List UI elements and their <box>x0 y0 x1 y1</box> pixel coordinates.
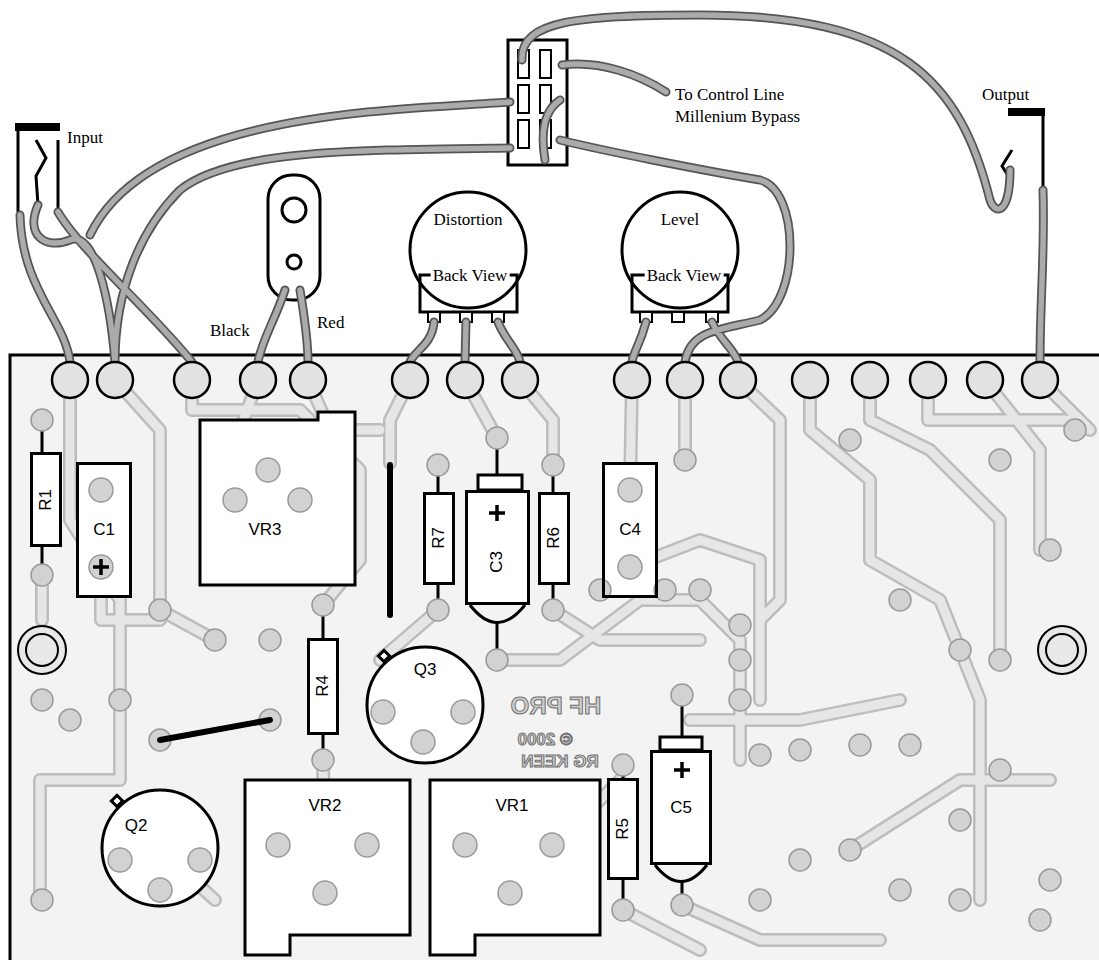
part-note: Back View <box>431 266 510 286</box>
resistor-symbol: R6 <box>538 492 570 585</box>
part-label: VR2 <box>308 796 341 816</box>
part-label: R4 <box>313 675 333 697</box>
part-label: C5 <box>670 798 692 818</box>
jack-label: Output <box>982 84 1029 106</box>
wire-note: To Control Line Millenium Bypass <box>675 84 815 128</box>
part-label: R5 <box>613 818 633 840</box>
jack-label: Input <box>67 127 103 149</box>
part-label: R1 <box>36 489 56 511</box>
silkscreen-text: © 2000 <box>517 729 572 751</box>
part-label: R6 <box>544 527 564 549</box>
transistor-symbol: Q2 <box>102 790 218 906</box>
part-label: Q2 <box>125 816 148 836</box>
resistor-symbol: R5 <box>607 778 639 880</box>
resistor-symbol: R4 <box>307 638 339 735</box>
wire-colour-label: Black <box>210 320 250 342</box>
capacitor-symbol: C3 <box>465 490 530 605</box>
potentiometer-symbol: LevelBack View <box>622 192 738 308</box>
part-label: C1 <box>93 520 115 540</box>
trimmer-symbol: VR2 <box>245 780 410 955</box>
part-label: Level <box>659 210 702 230</box>
resistor-symbol: R1 <box>30 452 62 547</box>
part-label: Q3 <box>414 660 437 680</box>
resistor-symbol: R7 <box>423 492 455 585</box>
trimmer-symbol: VR3 <box>200 412 355 585</box>
capacitor-symbol: C4 <box>602 462 658 598</box>
capacitor-symbol: C5 <box>650 750 712 865</box>
potentiometer-symbol: DistortionBack View <box>410 192 526 308</box>
part-label: Distortion <box>432 210 505 230</box>
wire-colour-label: Red <box>317 312 344 334</box>
trimmer-symbol: VR1 <box>430 780 600 955</box>
capacitor-symbol: C1 <box>76 462 132 598</box>
part-label: VR1 <box>495 796 528 816</box>
silkscreen-text: RG KEEN <box>521 751 598 773</box>
part-label: R7 <box>429 527 449 549</box>
silkscreen-text: HF PRO <box>511 695 602 717</box>
part-label: VR3 <box>248 520 281 540</box>
part-label: C3 <box>487 551 507 573</box>
part-note: Back View <box>645 266 724 286</box>
part-label: C4 <box>619 520 641 540</box>
transistor-symbol: Q3 <box>367 647 483 763</box>
